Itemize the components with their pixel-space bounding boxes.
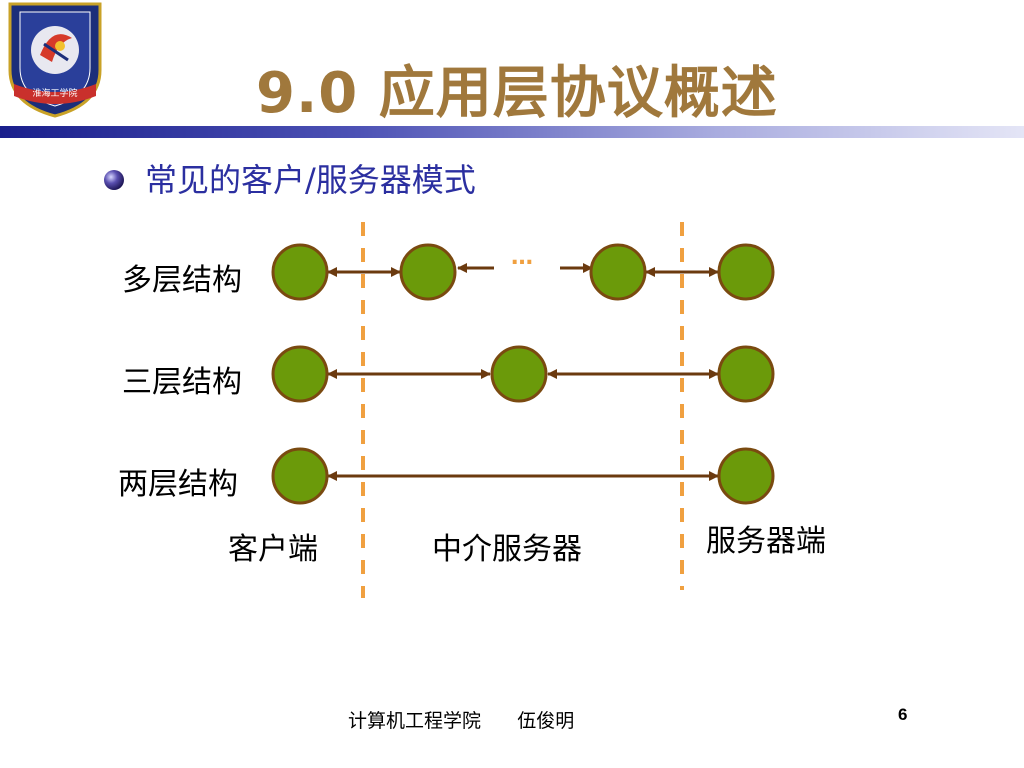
footer-text: 计算机工程学院 伍俊明 xyxy=(348,710,575,732)
row-label-two-tier: 两层结构 xyxy=(118,467,238,502)
caption-client: 客户端 xyxy=(228,532,318,567)
node-two-server xyxy=(717,447,775,505)
node-multi-server xyxy=(717,243,775,301)
page-number: 6 xyxy=(898,705,908,724)
bullet-sphere-icon xyxy=(104,170,124,190)
node-three-mid xyxy=(490,345,548,403)
node-multi-mid-1 xyxy=(399,243,457,301)
node-three-server xyxy=(717,345,775,403)
node-three-client xyxy=(271,345,329,403)
node-two-client xyxy=(271,447,329,505)
caption-server: 服务器端 xyxy=(706,524,826,559)
bullet-text: 常见的客户/服务器模式 xyxy=(145,161,476,199)
row-label-multi-tier: 多层结构 xyxy=(122,263,242,298)
row-label-three-tier: 三层结构 xyxy=(122,365,242,400)
slide-title: 9.0 应用层协议概述 xyxy=(256,61,778,126)
caption-middle-server: 中介服务器 xyxy=(432,532,582,567)
node-multi-client xyxy=(271,243,329,301)
title-divider xyxy=(0,126,1024,138)
ellipsis: … xyxy=(511,245,533,270)
svg-text:淮海工学院: 淮海工学院 xyxy=(32,87,77,99)
node-multi-mid-2 xyxy=(589,243,647,301)
school-logo: 淮海工学院 xyxy=(0,0,112,118)
